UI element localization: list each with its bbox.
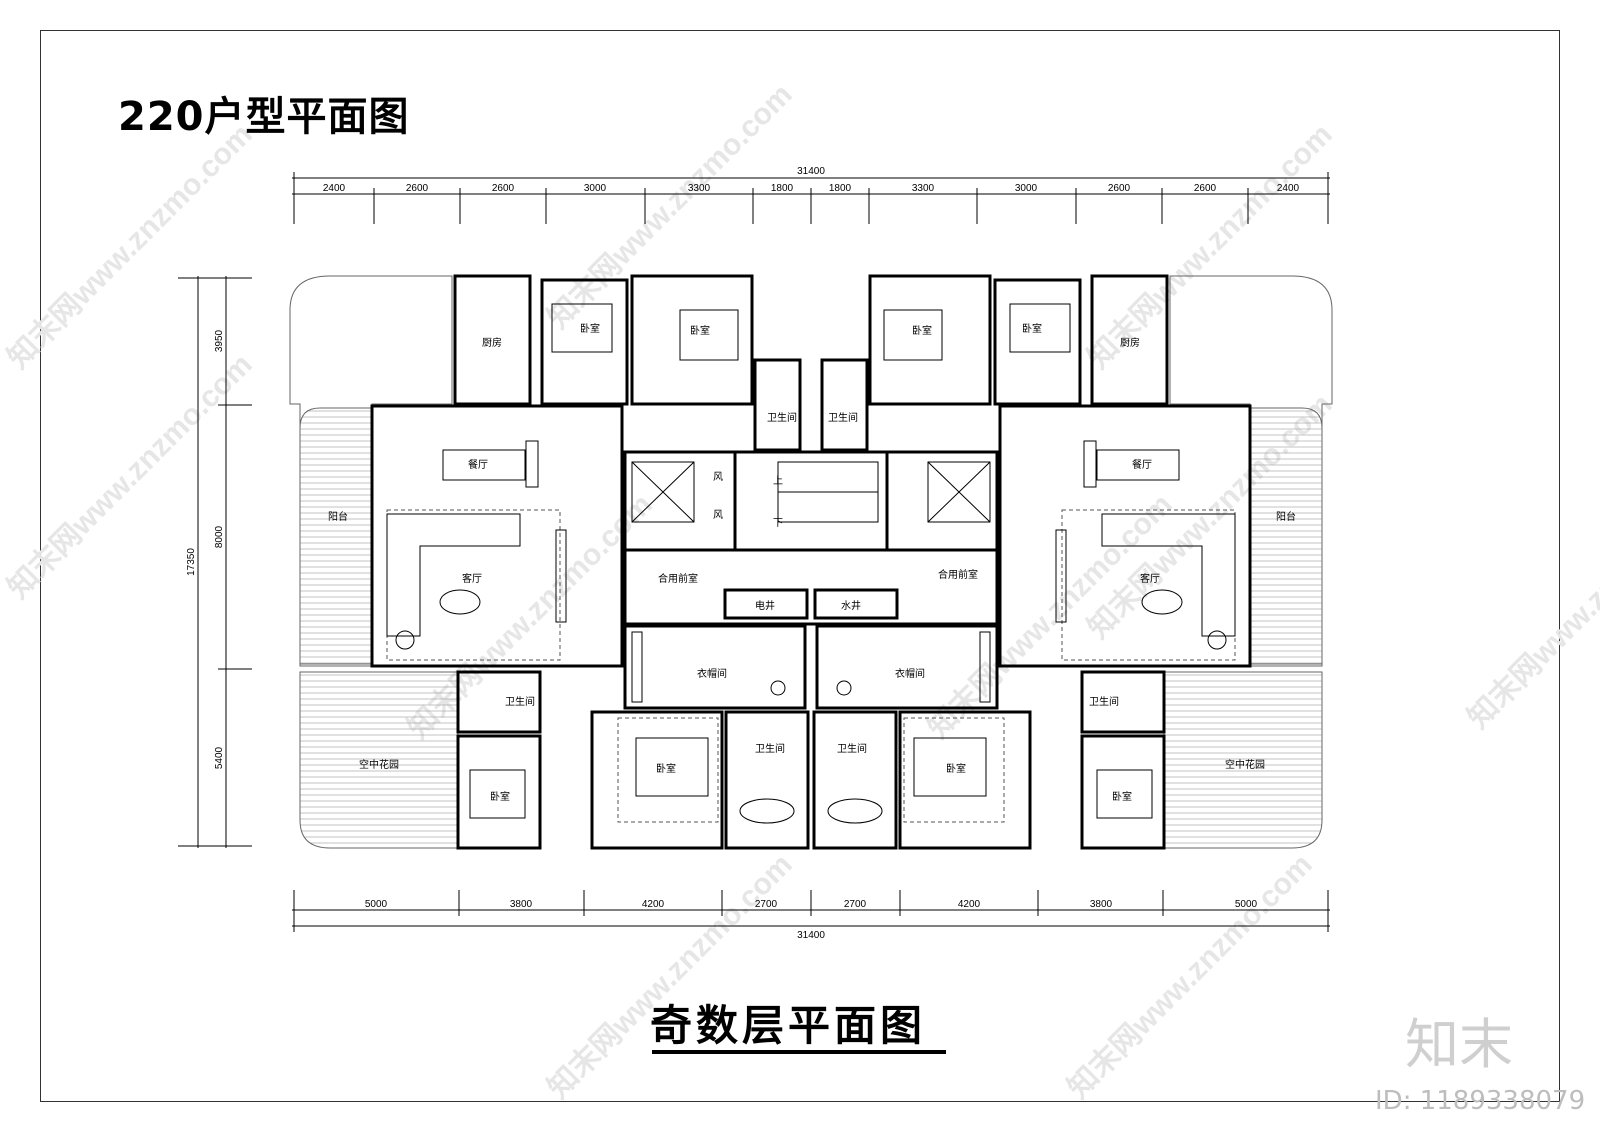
dim-bottom-segment: 2700 xyxy=(844,899,867,910)
dim-bottom-total: 31400 xyxy=(797,930,825,941)
watermark-id: ID: 1189338079 xyxy=(1375,1086,1586,1116)
top-dimension-chain xyxy=(292,172,1330,224)
watermark-text: 知末网www.znzmo.com xyxy=(922,488,1179,745)
dim-top-segment: 3000 xyxy=(584,183,607,194)
room-label-dining: 餐厅 xyxy=(1132,458,1152,471)
watermark-text: 知末网www.znzmo.com xyxy=(542,78,799,335)
dim-top-segment: 2400 xyxy=(1277,183,1300,194)
room-label-master-bathroom: 卫生间 xyxy=(837,742,867,755)
dim-left-segment: 5400 xyxy=(214,746,225,769)
dim-top-segment: 3000 xyxy=(1015,183,1038,194)
room-label-bedroom: 卧室 xyxy=(912,324,932,337)
room-label-shared-lobby: 合用前室 xyxy=(658,572,698,585)
dim-bottom-segment: 2700 xyxy=(755,899,778,910)
room-label-master-bathroom: 卫生间 xyxy=(755,742,785,755)
dim-top-segment: 2600 xyxy=(1194,183,1217,194)
dim-bottom-segment: 5000 xyxy=(1235,899,1258,910)
room-label-bedroom: 卧室 xyxy=(1112,790,1132,803)
dim-top-segment: 1800 xyxy=(771,183,794,194)
room-label-electrical-shaft: 电井 xyxy=(755,599,775,612)
room-label-master-bedroom: 卧室 xyxy=(656,762,676,775)
watermark-text: 知末网www.znzmo.com xyxy=(1062,848,1319,1105)
dim-top-segment: 2600 xyxy=(406,183,429,194)
room-label-balcony: 阳台 xyxy=(1276,510,1296,523)
room-label-bathroom: 卫生间 xyxy=(828,411,858,424)
left-dimension-chain xyxy=(178,276,252,848)
dim-left-segment: 3950 xyxy=(214,329,225,352)
dim-top-segment: 3300 xyxy=(912,183,935,194)
dim-top-segment: 3300 xyxy=(688,183,711,194)
room-label-bathroom: 卫生间 xyxy=(505,695,535,708)
dim-left-total: 17350 xyxy=(186,548,197,576)
furniture-zones xyxy=(386,509,1236,823)
watermark-text: 知末网www.znzmo.com xyxy=(542,848,799,1105)
room-label-balcony: 阳台 xyxy=(328,510,348,523)
room-label-sky-garden: 空中花园 xyxy=(359,758,399,771)
dim-top-segment: 2400 xyxy=(323,183,346,194)
room-label-bathroom: 卫生间 xyxy=(767,411,797,424)
dim-bottom-segment: 3800 xyxy=(510,899,533,910)
dim-top-segment: 1800 xyxy=(829,183,852,194)
room-label-sky-garden: 空中花园 xyxy=(1225,758,1265,771)
room-label-living: 客厅 xyxy=(1140,572,1160,585)
room-label-shared-lobby: 合用前室 xyxy=(938,568,978,581)
subtitle-underline xyxy=(652,1050,946,1054)
brand-watermark: 知末 xyxy=(1405,1013,1513,1076)
dim-bottom-segment: 5000 xyxy=(365,899,388,910)
room-label-bedroom: 卧室 xyxy=(1022,322,1042,335)
room-label-bedroom: 卧室 xyxy=(690,324,710,337)
watermark-text: 知末网www.znzmo.com xyxy=(1082,118,1339,375)
furniture xyxy=(386,303,1236,824)
room-label-bedroom: 卧室 xyxy=(580,322,600,335)
room-label-water-shaft: 水井 xyxy=(841,599,861,612)
dim-bottom-segment: 4200 xyxy=(958,899,981,910)
dim-bottom-segment: 4200 xyxy=(642,899,665,910)
room-label-closet: 衣帽间 xyxy=(697,667,727,680)
dim-top-segment: 2600 xyxy=(1108,183,1131,194)
dim-left-segment: 8000 xyxy=(214,525,225,548)
plan-subtitle: 奇数层平面图 xyxy=(650,1001,927,1050)
stair-down-label: 下 xyxy=(773,518,783,529)
room-label-master-bedroom: 卧室 xyxy=(946,762,966,775)
walls xyxy=(370,274,1252,850)
stair-up-label: 上 xyxy=(773,475,783,487)
room-label-bathroom: 卫生间 xyxy=(1089,695,1119,708)
dim-top-segment: 2600 xyxy=(492,183,515,194)
room-label-wind-shaft: 风 xyxy=(713,471,723,483)
room-label-kitchen: 厨房 xyxy=(482,336,502,349)
room-label-living: 客厅 xyxy=(462,572,482,585)
dim-top-total: 31400 xyxy=(797,166,825,177)
room-label-bedroom: 卧室 xyxy=(490,790,510,803)
room-label-wind-shaft: 风 xyxy=(713,509,723,521)
drawing-frame xyxy=(40,30,1560,1102)
watermark-text: 知末网www.znzmo.com xyxy=(2,348,259,605)
terrace-layer xyxy=(289,275,1333,849)
room-label-dining: 餐厅 xyxy=(468,458,488,471)
bottom-dimension-chain xyxy=(292,890,1330,932)
dim-bottom-segment: 3800 xyxy=(1090,899,1113,910)
room-label-closet: 衣帽间 xyxy=(895,667,925,680)
page-title: 220户型平面图 xyxy=(118,94,410,140)
room-label-kitchen: 厨房 xyxy=(1120,336,1140,349)
watermark-text: 知末网www.znzmo.com xyxy=(1462,478,1600,735)
